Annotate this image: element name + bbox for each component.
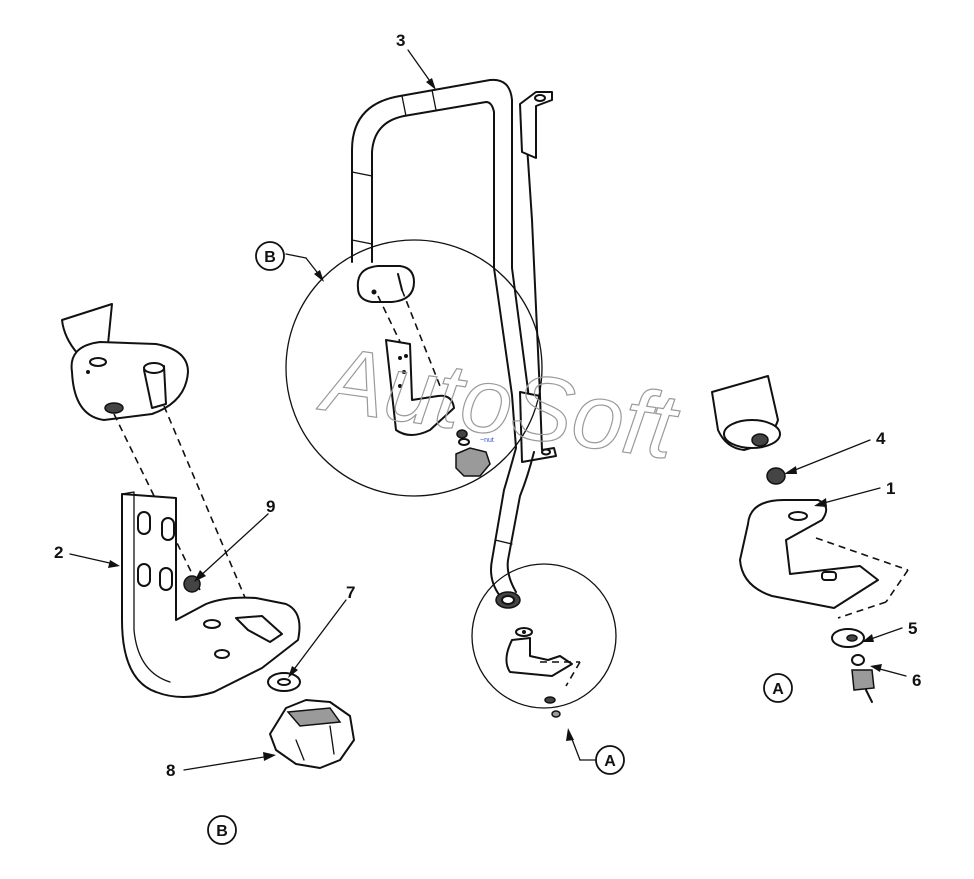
marker-b-top: B [264, 249, 276, 266]
detail-a-enlarged [711, 375, 909, 703]
leader-lines [69, 49, 907, 771]
detail-circle-b-zoom: ~nut [285, 239, 543, 497]
detail-b-enlarged [61, 303, 355, 769]
marker-a-small: A [604, 753, 616, 770]
callout-3: 3 [396, 31, 405, 50]
marker-b-detail: B [216, 823, 228, 840]
callout-2: 2 [54, 543, 63, 562]
callout-5: 5 [908, 619, 917, 638]
callout-4: 4 [876, 429, 886, 448]
detail-circle-a-zoom [471, 563, 617, 718]
watermark-text: AutoSoft [313, 328, 685, 479]
callout-8: 8 [166, 761, 175, 780]
callout-6: 6 [912, 671, 921, 690]
main-handle-tube [351, 78, 557, 609]
callout-labels: 3 4 1 2 9 7 8 5 6 [54, 31, 921, 780]
callout-1: 1 [886, 479, 895, 498]
marker-a-detail: A [772, 681, 784, 698]
detail-markers: B A A B [207, 241, 793, 845]
svg-text:~nut: ~nut [480, 437, 494, 444]
callout-9: 9 [266, 497, 275, 516]
callout-7: 7 [346, 583, 355, 602]
